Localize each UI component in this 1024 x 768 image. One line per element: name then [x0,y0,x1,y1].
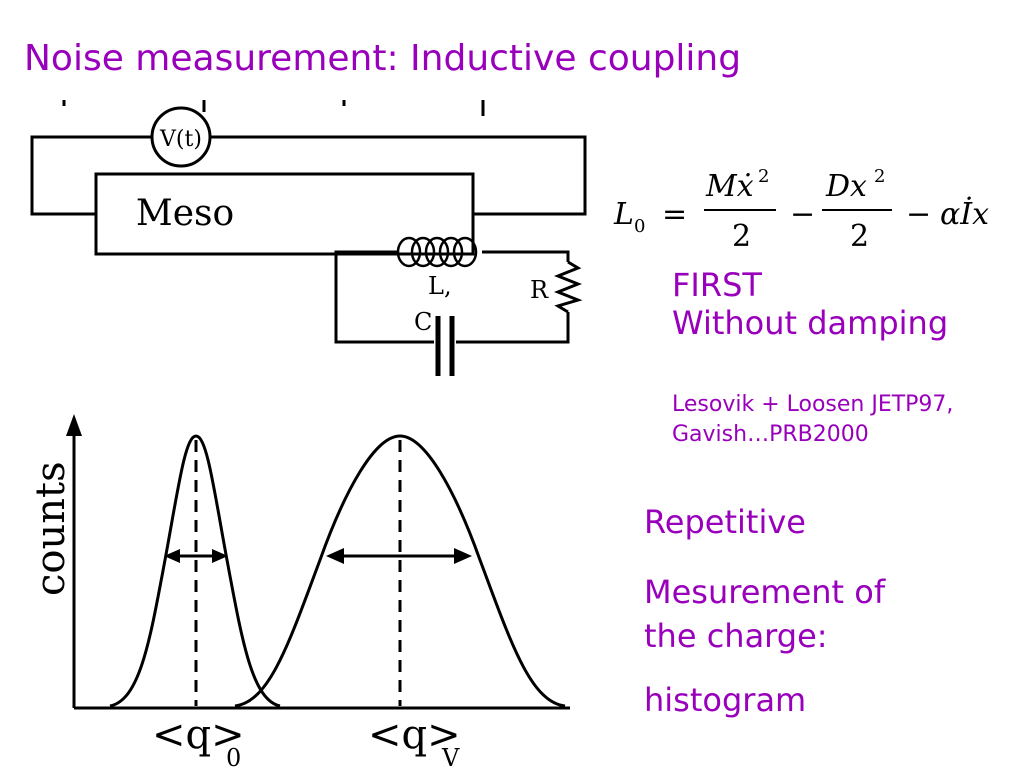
capacitor-label: C [414,308,432,336]
side-repetitive: Repetitive [644,503,806,541]
peak-v-curve [234,434,566,708]
peak-v-subscript: V [441,744,460,768]
references-block: Lesovik + Loosen JETP97, Gavish…PRB2000 [672,390,953,450]
inductor-label: L, [428,272,452,300]
eq-term2-den: 2 [850,219,869,254]
eq-equals: = [662,197,687,232]
eq-term1-den: 2 [732,219,751,254]
peak-0-label: <q> [152,712,245,758]
eq-minus-1: − [790,197,815,232]
voltmeter-label: V(t) [159,127,202,152]
lagrangian-equation: L 0 = Mẋ 2 2 − Dx 2 2 − αİx [613,166,989,254]
note-without-damping: Without damping [672,304,949,342]
reference-1: Lesovik + Loosen JETP97, [672,392,954,417]
peak-0-width-arrow-icon [164,549,228,563]
histogram-plot: counts <q> 0 <q> V [28,414,570,768]
top-tick-marks [62,100,485,116]
side-measurement-line1: Mesurement of [644,573,886,611]
eq-minus-2: − [906,197,931,232]
meso-label: Meso [136,193,234,234]
capacitor-icon [435,316,455,376]
eq-term2-sup: 2 [874,166,885,187]
meso-box: Meso [94,172,475,256]
main-circuit-loop [30,135,587,216]
slide-title: Noise measurement: Inductive coupling [24,38,742,79]
eq-term1-sup: 2 [758,166,769,187]
voltmeter: V(t) [150,106,212,168]
peak-0-curve [109,434,281,708]
note-first: FIRST [672,266,762,304]
eq-lhs-sub: 0 [634,216,645,237]
y-axis-arrow-icon [66,414,82,436]
side-histogram: histogram [644,681,807,719]
inductor-coil-icon [396,236,478,268]
eq-term1-num: Mẋ [705,169,754,204]
peak-0-subscript: 0 [226,744,241,768]
reference-2: Gavish…PRB2000 [672,422,869,447]
resistor-label: R [530,276,549,304]
eq-term3: αİx [940,196,989,232]
resistor-zigzag-icon [553,260,583,314]
side-measurement-line2: the charge: [644,617,828,655]
eq-lhs: L [613,197,634,232]
eq-term2-num: Dx [825,169,867,204]
side-measurement: Mesurement of the charge: [644,570,885,658]
peak-v-width-arrow-icon [326,548,472,564]
peak-v-label: <q> [368,712,461,758]
y-axis-label: counts [28,461,74,596]
notes-first-block: FIRST Without damping [672,266,948,342]
rlc-circuit [334,250,570,344]
